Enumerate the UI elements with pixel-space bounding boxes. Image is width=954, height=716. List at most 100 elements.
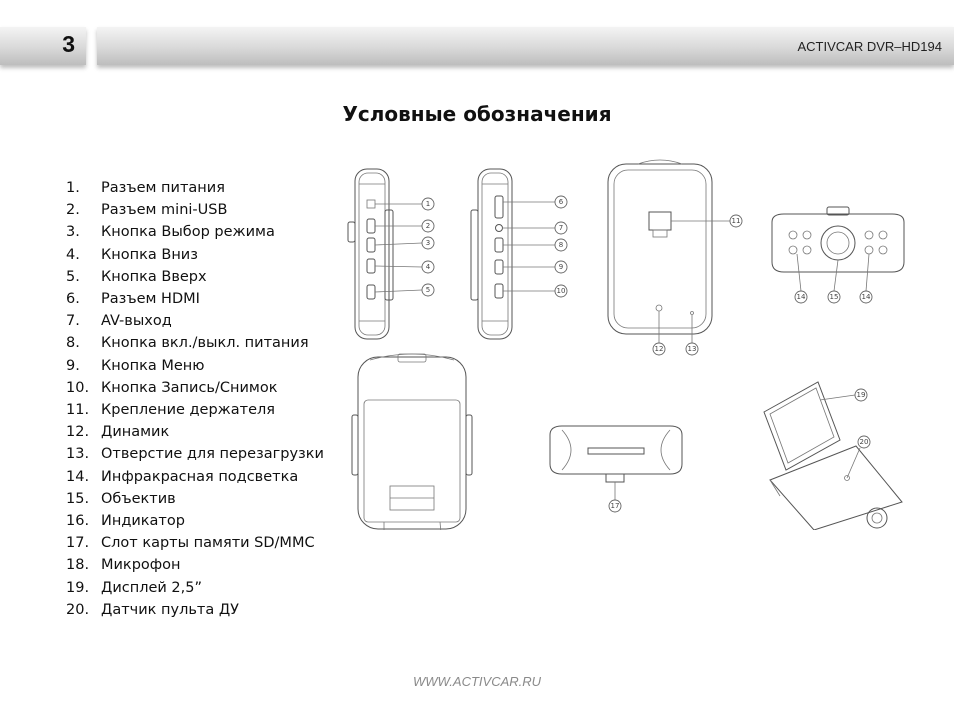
legend-item-number: 5. (66, 268, 80, 285)
legend-item: 6.Разъем HDMI (66, 288, 324, 310)
legend-item-number: 18. (66, 557, 90, 574)
legend-item-label: Кнопка Вниз (101, 246, 198, 263)
page-number-box: 3 (0, 27, 86, 65)
callout-marker: 14 (859, 290, 873, 304)
callout-number: 13 (688, 345, 697, 353)
legend-list: 1.Разъем питания 2. Разъем mini-USB 3. Кнопк… (66, 177, 324, 621)
legend-item-number: 3. (66, 224, 80, 241)
callout-marker: 8 (554, 238, 568, 252)
legend-item-label: Объектив (101, 490, 176, 507)
callout-number: 19 (857, 391, 866, 399)
legend-item-label: AV-выход (101, 313, 172, 330)
legend-item-label: Слот карты памяти SD/MMC (101, 535, 315, 552)
callout-leaders (374, 201, 870, 530)
callout-marker: 15 (827, 290, 841, 304)
legend-item-number: 4. (66, 246, 80, 263)
legend-item: 18.Микрофон (66, 554, 324, 576)
callout-number: 6 (559, 198, 564, 206)
legend-item-label: Крепление держателя (101, 402, 275, 419)
legend-item-number: 2. (66, 202, 80, 219)
callout-circle (554, 260, 568, 274)
legend-item: 9. Кнопка Меню (66, 355, 324, 377)
legend-item-number: 9. (66, 357, 80, 374)
legend-item-number: 19. (66, 579, 90, 596)
header-bar: ACTIVCAR DVR–HD194 (97, 27, 954, 65)
callout-circle (554, 221, 568, 235)
callout-layer: 123456789101112131415141618171920 (421, 195, 873, 513)
callout-circle (554, 238, 568, 252)
callout-number: 8 (559, 241, 563, 249)
callout-number: 7 (559, 224, 563, 232)
legend-item-number: 15. (66, 490, 90, 507)
legend-item: 12.Динамик (66, 421, 324, 443)
callout-number: 14 (862, 293, 871, 301)
screen-view (351, 353, 473, 530)
callout-circle (421, 236, 435, 250)
legend-item: 10.Кнопка Запись/Снимок (66, 377, 324, 399)
legend-item-label: Разъем HDMI (101, 291, 200, 308)
callout-circle (421, 260, 435, 274)
callout-number: 9 (559, 263, 563, 271)
legend-item-number: 13. (66, 446, 90, 463)
legend-item-number: 10. (66, 379, 90, 396)
legend-item-number: 8. (66, 335, 80, 352)
footer-url: WWW.ACTIVCAR.RU (412, 674, 542, 689)
callout-marker: 12 (652, 342, 666, 356)
legend-item-number: 14. (66, 468, 90, 485)
legend-item-label: Разъем питания (101, 180, 225, 196)
legend-item: 1.Разъем питания (66, 177, 324, 199)
section-title: Условные обозначения (342, 102, 612, 126)
legend-item-number: 16. (66, 513, 90, 530)
callout-circle (794, 290, 808, 304)
callout-number: 17 (611, 502, 620, 510)
callout-number: 5 (426, 286, 430, 294)
callout-circle (859, 290, 873, 304)
callout-marker: 4 (421, 260, 435, 274)
callout-marker: 13 (685, 342, 699, 356)
legend-item: 11. Крепление держателя (66, 399, 324, 421)
callout-number: 3 (426, 239, 430, 247)
legend-item-label: Индикатор (101, 513, 185, 530)
legend-item: 13. Отверстие для перезагрузки (66, 443, 324, 465)
callout-marker: 14 (794, 290, 808, 304)
side-view-right (470, 168, 513, 340)
callout-number: 14 (797, 293, 806, 301)
device-diagram: 123456789101112131415141618171920 (347, 159, 905, 530)
legend-item-label: Динамик (101, 424, 170, 441)
callout-marker: 19 (854, 388, 868, 402)
callout-circle (729, 214, 743, 228)
legend-item-label: Отверстие для перезагрузки (101, 446, 324, 463)
back-view (607, 159, 713, 335)
callout-number: 1 (426, 200, 430, 208)
bottom-view (549, 425, 683, 483)
legend-item-label: Кнопка Вверх (101, 268, 207, 285)
callout-marker: 3 (421, 236, 435, 250)
callout-circle (554, 195, 568, 209)
legend-item: 19. Дисплей 2,5” (66, 577, 324, 599)
legend-item-number: 11. (66, 402, 90, 419)
callout-number: 20 (860, 438, 869, 446)
side-view-left (347, 168, 394, 340)
callout-circle (421, 197, 435, 211)
legend-item: 20.Датчик пульта ДУ (66, 599, 324, 621)
callout-circle (554, 284, 568, 298)
callout-circle (652, 342, 666, 356)
callout-marker: 1 (421, 197, 435, 211)
legend-item-number: 20. (66, 601, 90, 618)
legend-item: 2. Разъем mini-USB (66, 199, 324, 221)
callout-number: 12 (655, 345, 664, 353)
legend-item: 15. Объектив (66, 488, 324, 510)
legend-item: 7.AV-выход (66, 310, 324, 332)
legend-item-label: Дисплей 2,5” (101, 579, 202, 596)
callout-circle (421, 219, 435, 233)
page-number: 3 (62, 31, 75, 57)
callout-circle (421, 283, 435, 297)
callout-marker: 9 (554, 260, 568, 274)
legend-item-label: Разъем mini-USB (101, 202, 228, 219)
isometric-view (763, 381, 903, 530)
legend-item-label: Кнопка Меню (101, 357, 205, 374)
legend-item: 8. Кнопка вкл./выкл. питания (66, 332, 324, 354)
callout-marker: 5 (421, 283, 435, 297)
legend-item: 5. Кнопка Вверх (66, 266, 324, 288)
callout-number: 11 (732, 217, 741, 225)
